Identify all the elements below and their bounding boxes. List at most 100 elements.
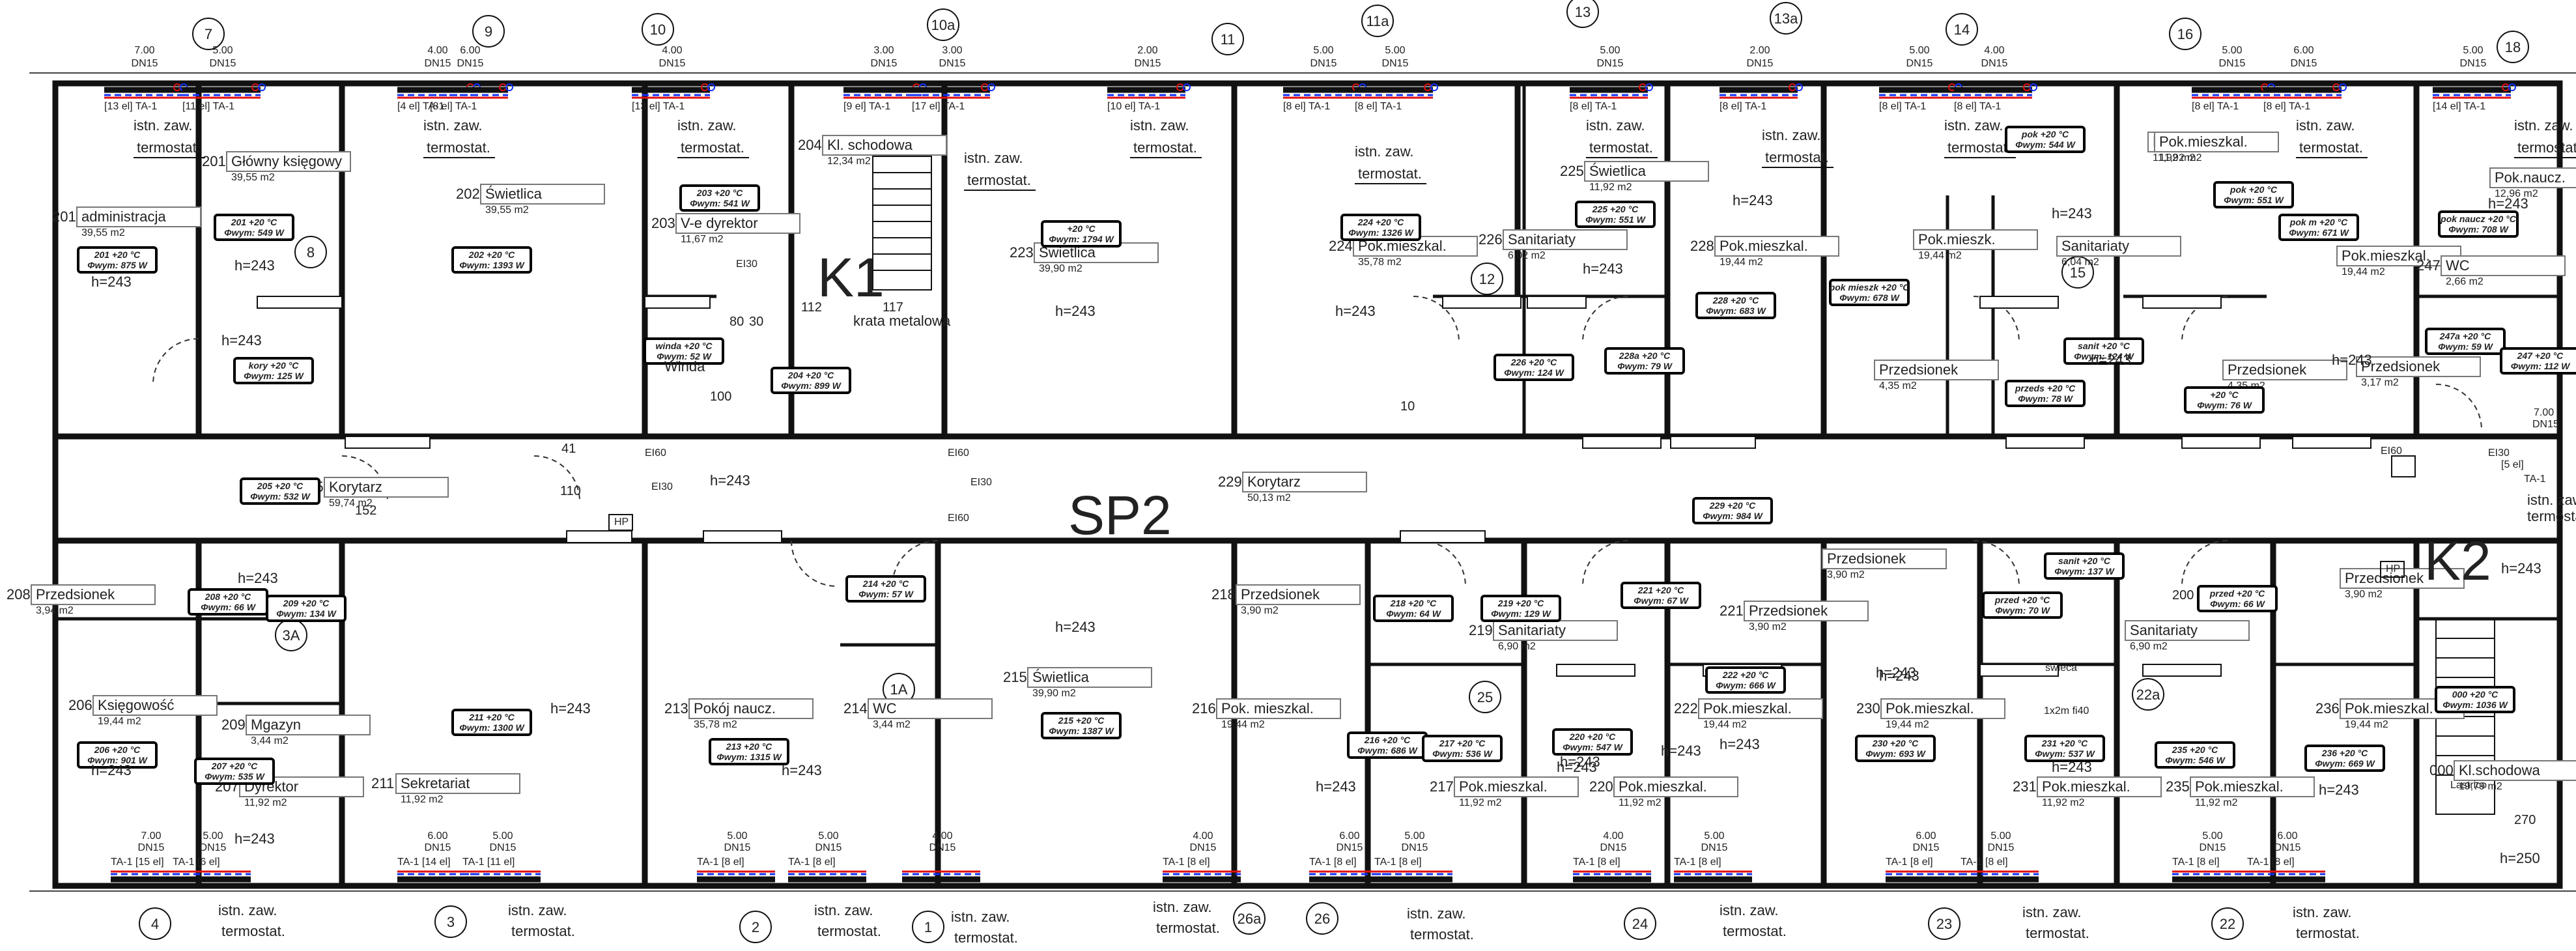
- room-area: 11,92 m2: [1589, 182, 1632, 193]
- krata-label: krata metalowa: [853, 313, 951, 329]
- thermostat-line2: termostat.: [2299, 139, 2363, 156]
- heat-load-temp: 228 +20 °C: [1712, 295, 1759, 305]
- room-height-label: h=243: [1733, 192, 1773, 208]
- heat-load-temp: 214 +20 °C: [862, 578, 909, 589]
- heat-load-watts: Φwym: 1036 W: [2442, 700, 2508, 710]
- axis-marker-label: 23: [1936, 916, 1952, 932]
- thermostat-line1: istn. zaw.: [1762, 127, 1820, 143]
- heat-load-temp: przed +20 °C: [1994, 595, 2050, 605]
- room-height-label: h=243: [1055, 303, 1096, 319]
- room-height-label: h=250: [2500, 850, 2540, 866]
- heat-load-watts: Φwym: 678 W: [1839, 292, 1900, 303]
- heat-load-watts: Φwym: 546 W: [2165, 755, 2226, 765]
- el-count-label: [5 el]: [2501, 459, 2524, 470]
- axis-marker-label: 11a: [1366, 13, 1389, 29]
- heat-load-temp: 217 +20 °C: [1439, 738, 1486, 748]
- room-name: Mgazyn: [251, 717, 301, 733]
- axis-marker: 1: [912, 911, 944, 943]
- height-labels: h=243 h=243 h=243 h=243 h=243 h=243 h=243 h=243…: [91, 192, 2541, 866]
- heat-load-watts: Φwym: 79 W: [1617, 361, 1673, 371]
- radiator-type-label: [13 el] TA-1: [104, 101, 157, 112]
- pipe-dn-label: DN15: [2532, 419, 2559, 430]
- heat-load-temp: 215 +20 °C: [1058, 715, 1105, 726]
- room-number: 247: [2416, 257, 2441, 274]
- room-height-label: h=243: [782, 762, 822, 778]
- heat-load-temp: pok +20 °C: [2021, 129, 2069, 139]
- thermostat-line2: termostat.: [1947, 139, 2011, 156]
- heat-load-watts: Φwym: 899 W: [781, 380, 842, 391]
- radiator-type-label: [8 el] TA-1: [1720, 101, 1766, 112]
- room-area: 6,90 m2: [1498, 641, 1536, 652]
- thermostat-line1: istn. zaw.: [2022, 904, 2081, 920]
- room-area: 6,04 m2: [2061, 257, 2099, 268]
- room-name: Pok.mieszkal.: [1459, 778, 1548, 795]
- zone-label-k1: K1: [817, 247, 885, 308]
- room-height-label: h=243: [1316, 778, 1356, 795]
- room-number: 215: [1003, 669, 1027, 685]
- dim-label: 270: [2514, 813, 2536, 827]
- room-area: 35,78 m2: [694, 719, 737, 730]
- pipe-size-label: 2.00: [1137, 45, 1157, 56]
- pipe-dn-label: DN15: [929, 842, 956, 853]
- axis-marker-label: 11: [1221, 31, 1236, 48]
- room-name: Kl. schodowa: [827, 137, 913, 153]
- room-height-label: h=243: [1335, 303, 1376, 319]
- pipe-dn-label: DN15: [2219, 58, 2246, 69]
- axis-marker-label: 10: [650, 21, 666, 38]
- pipe-size-label: 5.00: [212, 45, 233, 56]
- pipe-dn-label: DN15: [1135, 58, 1161, 69]
- heat-load-watts: Φwym: 125 W: [244, 371, 304, 381]
- thermostat-note: istn. zaw.termostat.: [1153, 899, 1220, 936]
- room-number: 222: [1674, 700, 1698, 717]
- axis-marker-label: 10a: [931, 17, 955, 33]
- room-area: 11,92 m2: [2195, 797, 2238, 808]
- heat-load-watts: Φwym: 78 W: [2018, 393, 2074, 404]
- thermostat-note: istn. zaw.termostat.: [2296, 117, 2368, 158]
- dim-label: 10: [1400, 399, 1415, 414]
- thermostat-line1: istn. zaw.: [814, 902, 873, 918]
- room-height-label: h=243: [2052, 205, 2092, 221]
- pipe-dn-label: DN15: [200, 842, 227, 853]
- room-name: Główny księgowy: [231, 153, 342, 169]
- radiator-type-label: TA-1 [8 el]: [1573, 857, 1621, 868]
- ei30-label: EI30: [651, 481, 673, 492]
- room-area: 39,55 m2: [485, 205, 529, 216]
- pipe-dn-label: DN15: [1988, 842, 2015, 853]
- room-area: 19,44 m2: [1886, 719, 1929, 730]
- room-number: 208: [7, 586, 31, 603]
- heat-load-temp: 201 +20 °C: [94, 249, 141, 260]
- room-height-label: h=243: [1557, 759, 1597, 775]
- room-number: 226: [1479, 231, 1503, 248]
- axis-marker: 11: [1211, 23, 1244, 55]
- swieca-label: świeca: [2045, 662, 2077, 674]
- room-number: 201: [52, 208, 76, 225]
- radiator-type-label: [4 el] TA-1: [397, 101, 444, 112]
- thermostat-note: istn. zaw.termostat.: [134, 117, 205, 158]
- pipe-size-label: 5.00: [1313, 45, 1333, 56]
- heat-load-temp: pok mieszk +20 °C: [1829, 282, 1910, 292]
- axis-marker: 10a: [927, 8, 959, 41]
- room-name: Sanitariaty: [1498, 622, 1566, 638]
- heat-load-watts: Φwym: 551 W: [1585, 214, 1646, 225]
- room-height-label: h=243: [550, 700, 591, 717]
- heat-load-temp: pok naucz +20 °C: [2440, 214, 2517, 224]
- zone-label-k2: K2: [2424, 530, 2491, 591]
- axis-marker-label: 22: [2220, 916, 2235, 932]
- room-name: Pok.naucz.: [2495, 169, 2566, 186]
- pipe-size-label: 3.00: [873, 45, 894, 56]
